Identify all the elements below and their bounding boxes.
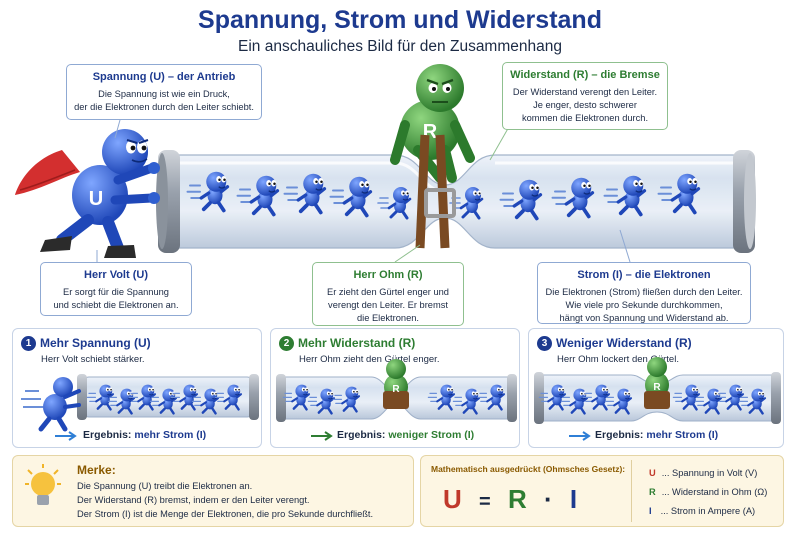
merke-line-2: Der Widerstand (R) bremst, indem er den …: [77, 495, 310, 505]
callout-herr-volt-title: Herr Volt (U): [84, 269, 148, 281]
panel-1-result-value: mehr Strom (I): [134, 429, 207, 441]
panel-3-number: 3: [537, 336, 552, 352]
merke-title: Merke:: [77, 463, 116, 477]
callout-current-title: Strom (I) – die Elektronen: [577, 269, 711, 281]
legend-u-symbol: U: [649, 468, 656, 478]
callout-herr-volt: Herr Volt (U) Er sorgt für die Spannung …: [40, 262, 192, 316]
panel-2-number: 2: [279, 336, 294, 352]
callout-current: Strom (I) – die Elektronen Die Elektrone…: [537, 262, 751, 324]
panel-3-ohm-letter: R: [653, 382, 661, 393]
panel-1-result-label: Ergebnis:: [83, 429, 132, 441]
panel-1-number: 1: [21, 336, 36, 352]
panel-3-subtitle: Herr Ohm lockert den Gürtel.: [557, 354, 679, 365]
legend-i: I ... Strom in Ampere (A): [649, 506, 755, 516]
lightbulb-icon: [25, 464, 61, 505]
callout-current-text2: Wie viele pro Sekunde durchkommen,: [565, 300, 723, 310]
panel-more-resistance: 2 Mehr Widerstand (R) Herr Ohm zieht den …: [270, 328, 520, 448]
panel-3-result-label: Ergebnis:: [595, 429, 644, 441]
callout-resistance-text2: Je enger, desto schwerer: [533, 100, 637, 110]
callout-voltage-text2: der die Elektronen durch den Leiter schi…: [74, 102, 254, 112]
panel-1-title-row: 1 Mehr Spannung (U): [21, 336, 151, 352]
callout-current-text3: hängt von Spannung und Widerstand ab.: [559, 312, 729, 323]
callout-herr-ohm-text3: die Elektronen.: [356, 312, 420, 323]
callout-resistance-title: Widerstand (R) – die Bremse: [510, 69, 660, 81]
merke-line-3: Der Strom (I) ist die Menge der Elektron…: [77, 509, 374, 519]
panel-2-title-row: 2 Mehr Widerstand (R): [279, 336, 416, 352]
legend-r-symbol: R: [649, 487, 656, 497]
callout-resistance-text1: Der Widerstand verengt den Leiter.: [512, 87, 658, 98]
panel-3-illustration: R: [534, 357, 781, 441]
callout-voltage-text1: Die Spannung ist wie ein Druck,: [98, 89, 230, 100]
panel-less-resistance: 3 Weniger Widerstand (R) Herr Ohm lockert…: [528, 328, 784, 448]
merke-line-1: Die Spannung (U) treibt die Elektronen a…: [77, 481, 253, 491]
callout-herr-ohm-title: Herr Ohm (R): [353, 269, 423, 281]
legend-i-symbol: I: [649, 506, 652, 516]
legend-r-text: ... Widerstand in Ohm (Ω): [661, 487, 768, 497]
panel-3-title: Weniger Widerstand (R): [556, 336, 692, 350]
callout-herr-ohm-text2: verengt den Leiter. Er bremst: [328, 300, 448, 310]
panel-more-voltage: 1 Mehr Spannung (U) Herr Volt schiebt stä…: [12, 328, 262, 448]
panel-1-illustration: [21, 374, 259, 441]
panel-2-illustration: R: [276, 359, 517, 441]
callout-herr-volt-text2: und schiebt die Elektronen an.: [53, 300, 179, 310]
callout-current-text1: Die Elektronen (Strom) fließen durch den…: [545, 287, 743, 298]
panel-2-result-label: Ergebnis:: [337, 429, 386, 441]
panel-1-title: Mehr Spannung (U): [40, 336, 151, 350]
formula-dot: ·: [543, 484, 553, 514]
formula-i: I: [569, 484, 578, 514]
callout-voltage: Spannung (U) – der Antrieb Die Spannung …: [66, 64, 262, 120]
herr-ohm-character: R: [390, 64, 475, 249]
ohms-law-formula: U = R · I: [443, 484, 577, 515]
callout-herr-volt-text1: Er sorgt für die Spannung: [63, 287, 169, 298]
callout-herr-ohm-text1: Er zieht den Gürtel enger und: [327, 287, 449, 298]
herr-volt-character: U: [15, 129, 160, 258]
legend-u: U ... Spannung in Volt (V): [649, 468, 757, 478]
legend-i-text: ... Strom in Ampere (A): [660, 506, 756, 516]
formula-r: R: [507, 484, 527, 514]
panel-3-title-row: 3 Weniger Widerstand (R): [537, 336, 692, 352]
formula-heading: Mathematisch ausgedrückt (Ohmsches Geset…: [431, 464, 626, 474]
panel-1-subtitle: Herr Volt schiebt stärker.: [41, 354, 145, 365]
volt-letter: U: [89, 188, 103, 210]
legend-u-text: ... Spannung in Volt (V): [661, 468, 758, 478]
panel-2-ohm-letter: R: [392, 384, 400, 395]
callout-resistance: Widerstand (R) – die Bremse Der Widersta…: [502, 62, 668, 130]
panel-3-result-value: mehr Strom (I): [646, 429, 719, 441]
page-subtitle: Ein anschauliches Bild für den Zusammenh…: [238, 38, 562, 55]
formula-box: Mathematisch ausgedrückt (Ohmsches Geset…: [420, 455, 784, 527]
callout-voltage-title: Spannung (U) – der Antrieb: [92, 71, 236, 83]
formula-u: U: [443, 484, 462, 514]
callout-herr-ohm: Herr Ohm (R) Er zieht den Gürtel enger u…: [312, 262, 464, 326]
callout-resistance-text3: kommen die Elektronen durch.: [521, 112, 649, 123]
panel-2-subtitle: Herr Ohm zieht den Gürtel enger.: [299, 354, 440, 365]
formula-divider: [631, 460, 632, 522]
merke-box: Merke: Die Spannung (U) treibt die Elekt…: [12, 455, 414, 527]
panel-1-result: Ergebnis: mehr Strom (I): [83, 429, 206, 441]
page-title: Spannung, Strom und Widerstand: [198, 6, 602, 34]
panel-2-result-value: weniger Strom (I): [388, 429, 475, 441]
formula-equals: =: [479, 491, 491, 513]
panel-3-result: Ergebnis: mehr Strom (I): [595, 429, 718, 441]
panel-2-title: Mehr Widerstand (R): [298, 336, 416, 350]
legend-r: R ... Widerstand in Ohm (Ω): [649, 487, 767, 497]
panel-2-result: Ergebnis: weniger Strom (I): [337, 429, 474, 441]
